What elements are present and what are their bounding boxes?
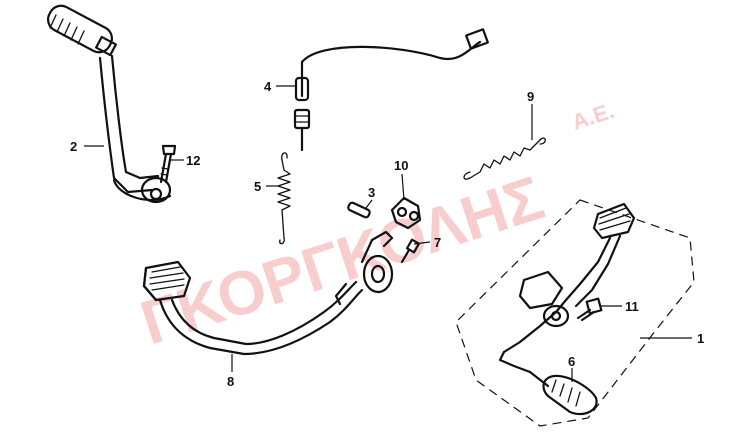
leader-lines	[84, 85, 692, 382]
gear-shift-lever	[455, 199, 695, 427]
leader-3	[365, 199, 373, 209]
callout-6: 6	[568, 354, 575, 369]
callout-1: 1	[697, 331, 704, 346]
callout-8: 8	[227, 374, 234, 389]
bolt-11	[576, 297, 603, 322]
cable-assembly	[293, 28, 489, 152]
callout-9: 9	[527, 89, 534, 104]
callout-5: 5	[254, 179, 261, 194]
spring-5	[277, 152, 291, 245]
kick-starter-lever	[47, 4, 172, 204]
brake-pedal	[142, 230, 394, 356]
callout-2: 2	[70, 139, 77, 154]
bolt-7	[400, 238, 421, 264]
watermark-brand: ΓΚΟΡΓΚΟΛΗΣ	[133, 164, 552, 359]
callout-10: 10	[394, 158, 408, 173]
watermark-suffix: Α.Ε.	[569, 98, 617, 135]
callout-12: 12	[186, 153, 200, 168]
leader-7	[413, 241, 431, 245]
callout-11: 11	[625, 299, 639, 314]
callouts: 2 12 4 5 3 10 7 9 8 11 6 1	[70, 79, 704, 389]
bolt-12	[159, 144, 177, 184]
spring-9	[463, 137, 546, 180]
callout-3: 3	[368, 185, 375, 200]
callout-4: 4	[264, 79, 272, 94]
callout-7: 7	[434, 235, 441, 250]
pin-3	[347, 201, 371, 219]
leader-10	[401, 173, 405, 201]
